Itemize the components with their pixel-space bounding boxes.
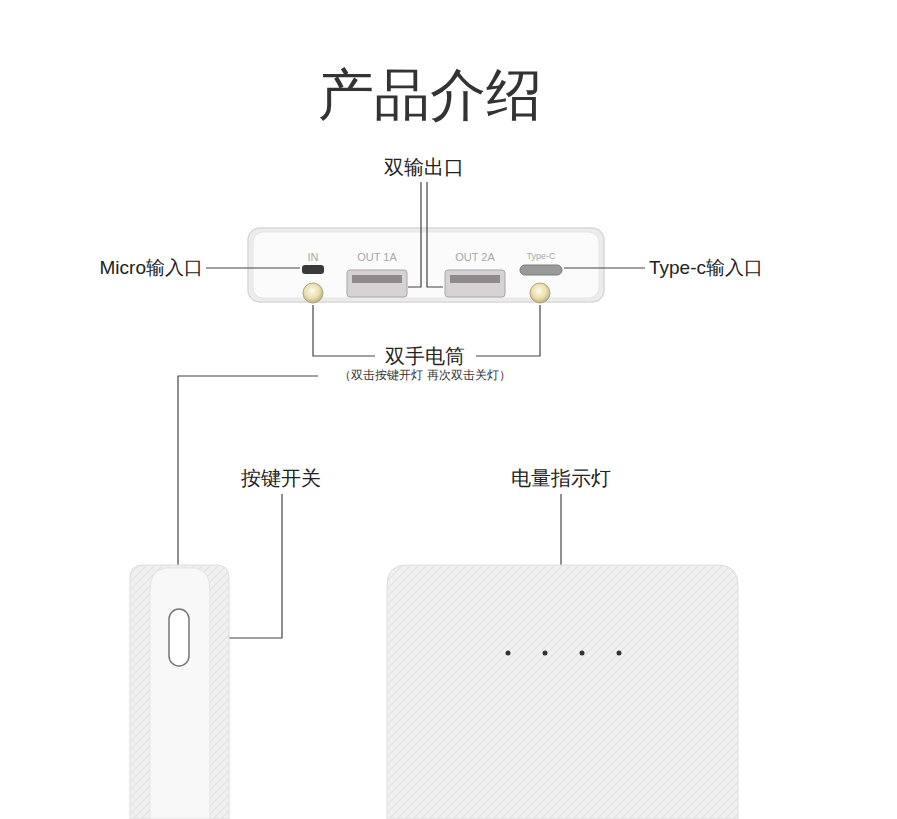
indicator-dots — [506, 651, 622, 656]
usb-a-port — [445, 270, 505, 297]
usb-a-tongue — [352, 275, 402, 283]
callout-label: Micro输入口 — [100, 257, 203, 279]
callout-label: 按键开关 — [241, 467, 321, 490]
type-c-port — [520, 265, 562, 275]
callout-label: 双手电筒 — [385, 345, 465, 368]
leader-line — [427, 182, 443, 287]
indicator-dot — [580, 651, 585, 656]
housing-end — [248, 228, 604, 302]
callout-label: 双输出口 — [384, 156, 464, 179]
indicator-dot — [543, 651, 548, 656]
port-marking: OUT 1A — [357, 251, 397, 264]
side-view — [130, 565, 229, 819]
callout-label: Type-c输入口 — [649, 257, 763, 279]
flashlight-led — [530, 283, 550, 303]
callout-label: 电量指示灯 — [511, 467, 611, 490]
leader-line — [564, 267, 645, 268]
port-marking: OUT 2A — [455, 251, 495, 264]
front-view — [387, 565, 738, 819]
indicator-dot — [506, 651, 511, 656]
flashlight-led — [303, 283, 323, 303]
side-panel — [150, 568, 210, 819]
micro-port — [302, 265, 324, 274]
indicator-dot — [617, 651, 622, 656]
port-marking: Type-C — [526, 251, 555, 261]
leader-line — [313, 305, 375, 356]
usb-a-tongue — [450, 275, 500, 283]
usb-a-port — [347, 270, 407, 297]
leader-line — [206, 267, 300, 268]
leader-line — [408, 182, 421, 287]
power-button — [169, 609, 189, 666]
port-marking: IN — [308, 251, 319, 264]
page-title: 产品介绍 — [318, 63, 542, 127]
leader-line — [476, 305, 540, 356]
usage-note: （双击按键开灯 再次双击关灯） — [339, 369, 510, 383]
